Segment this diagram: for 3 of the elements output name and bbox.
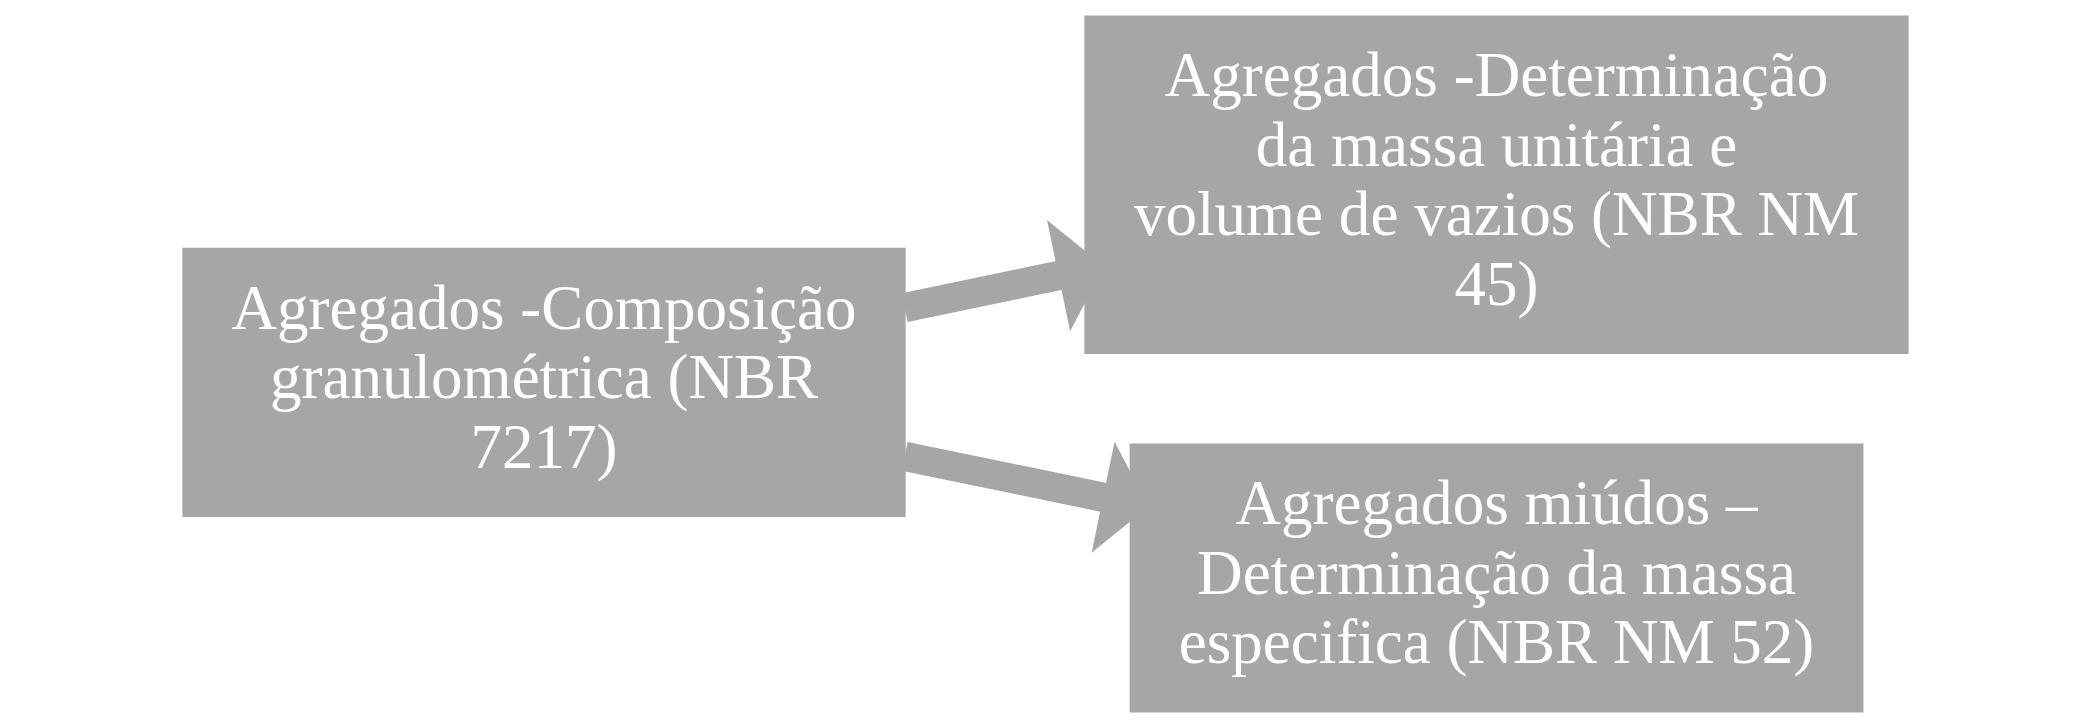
node-box: Agregados -Composição granulométrica (NBR 7217) bbox=[182, 247, 906, 517]
node-box: Agregados miúdos – Determinação da massa especifica (NBR NM 52) bbox=[1129, 443, 1864, 713]
node-box: Agregados -Determinação da massa unitária e volume de vazios (NBR NM 45) bbox=[1084, 15, 1909, 354]
